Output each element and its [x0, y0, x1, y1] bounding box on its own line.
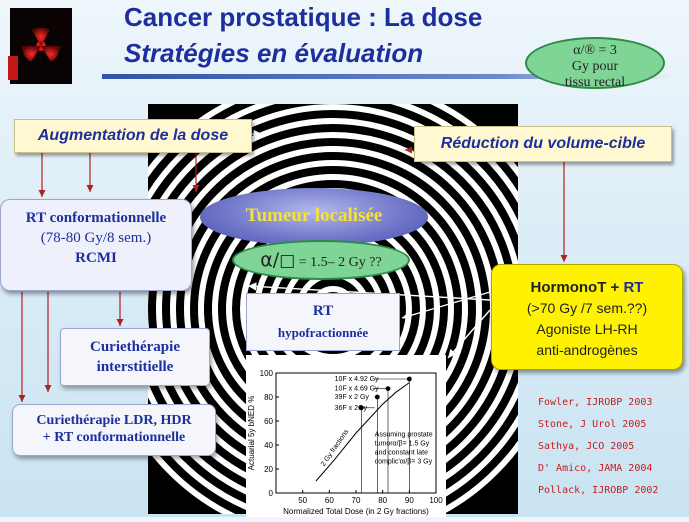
hypo-line-1: RT: [312, 303, 334, 319]
alpha-value: = 1.5– 2 Gy ??: [298, 255, 382, 270]
reference-item: D' Amico, JAMA 2004: [538, 463, 653, 474]
chart-annotation-line: and constant late: [375, 450, 428, 457]
title-line-2: Stratégies en évaluation: [124, 38, 424, 68]
data-point-label: 10F x 4.92 Gy: [335, 376, 379, 383]
x-tick-label: 50: [298, 496, 307, 505]
x-tick-label: 100: [429, 496, 443, 505]
x-tick-label: 70: [352, 496, 361, 505]
chart-annotation-line: complic'αι/β= 3 Gy: [375, 459, 433, 466]
y-tick-label: 60: [264, 417, 273, 426]
x-axis-label: Normalized Total Dose (in 2 Gy fractions…: [283, 507, 429, 516]
y-tick-label: 40: [264, 441, 273, 450]
red-accent-bar: [8, 56, 18, 80]
radiation-logo: [10, 8, 72, 84]
tumeur-localisee-ellipse: Tumeur localisée: [200, 188, 428, 246]
hormono-line-2: (>70 Gy /7 sem.??): [526, 300, 648, 316]
y-tick-label: 20: [264, 465, 273, 474]
series-label: 2 Gy fractions: [320, 428, 351, 468]
chart-annotation-line: tumorα/β= 1.5 Gy: [375, 441, 430, 448]
curie2-line-2: + RT conformationnelle: [42, 430, 186, 445]
dose-escalation-header: Augmentation de la dose: [14, 119, 252, 153]
reference-item: Pollack, IJROBP 2002: [538, 485, 659, 496]
ratio-line-1: α/® = 3: [573, 43, 617, 58]
ratio-line-2: Gy pour: [571, 59, 619, 74]
chart-annotation-line: Assuming prostate: [375, 432, 433, 439]
y-tick-label: 100: [260, 369, 274, 378]
rectal-ratio-note: α/® = 3 Gy pour tissu rectal: [525, 37, 665, 90]
curietherapie-ldr-hdr-box: Curiethérapie LDR, HDR + RT conformation…: [12, 404, 216, 456]
reference-item: Sathya, JCO 2005: [538, 441, 635, 452]
rt-hypofractionnee-box: RT hypofractionnée: [246, 293, 400, 351]
curie2-line-1: Curiethérapie LDR, HDR: [36, 413, 192, 428]
reference-item: Stone, J Urol 2005: [538, 419, 647, 430]
rt-conformationnelle-box: RT conformationnelle (78-80 Gy/8 sem.) R…: [0, 199, 192, 291]
data-point: [385, 386, 391, 391]
title-rule: [102, 74, 672, 79]
y-axis-label: Actuarial 5y bNED %: [247, 396, 256, 471]
data-point-label: 36F x 2Gy: [335, 405, 368, 412]
y-tick-label: 0: [269, 489, 274, 498]
hormono-line-3: Agoniste LH-RH: [536, 321, 638, 337]
x-tick-label: 60: [325, 496, 334, 505]
rtconf-line-3: RCMI: [75, 250, 117, 266]
hypo-line-2: hypofractionnée: [277, 325, 369, 340]
curie1-line-2: interstitielle: [96, 359, 174, 375]
alpha-box-glyph: □: [279, 251, 296, 271]
y-tick-label: 80: [264, 393, 273, 402]
x-tick-label: 90: [405, 496, 414, 505]
hormono-line-4: anti-androgènes: [536, 342, 638, 358]
data-point-label: 39F x 2 Gy: [335, 394, 370, 401]
hormono-rt: RT: [623, 279, 644, 296]
hormonotherapie-box: HormonoT + RT (>70 Gy /7 sem.??) Agonist…: [491, 264, 683, 370]
alpha-beta-tumor-ellipse: α/□ = 1.5– 2 Gy ??: [232, 240, 410, 280]
rtconf-line-1: RT conformationnelle: [25, 210, 167, 226]
x-tick-label: 80: [378, 496, 387, 505]
data-point: [406, 376, 412, 382]
ratio-line-3: tissu rectal: [564, 75, 626, 90]
alpha-symbol: α/: [260, 249, 280, 271]
rtconf-line-2: (78-80 Gy/8 sem.): [40, 230, 152, 246]
reference-item: Fowler, IJROBP 2003: [538, 397, 653, 408]
target-volume-reduction-header: Réduction du volume-cible: [414, 126, 672, 162]
curie1-line-1: Curiethérapie: [90, 339, 180, 355]
hormono-plus: +: [610, 279, 620, 296]
data-point: [374, 394, 380, 400]
title-line-1: Cancer prostatique : La dose: [124, 2, 483, 32]
series-line-2gy: [315, 382, 410, 482]
curietherapie-interstitielle-box: Curiethérapie interstitielle: [60, 328, 210, 386]
radiation-icon: [22, 27, 60, 62]
hormono-label: HormonoT: [530, 279, 607, 296]
data-point-label: 10F x 4.69 Gy: [335, 386, 379, 393]
